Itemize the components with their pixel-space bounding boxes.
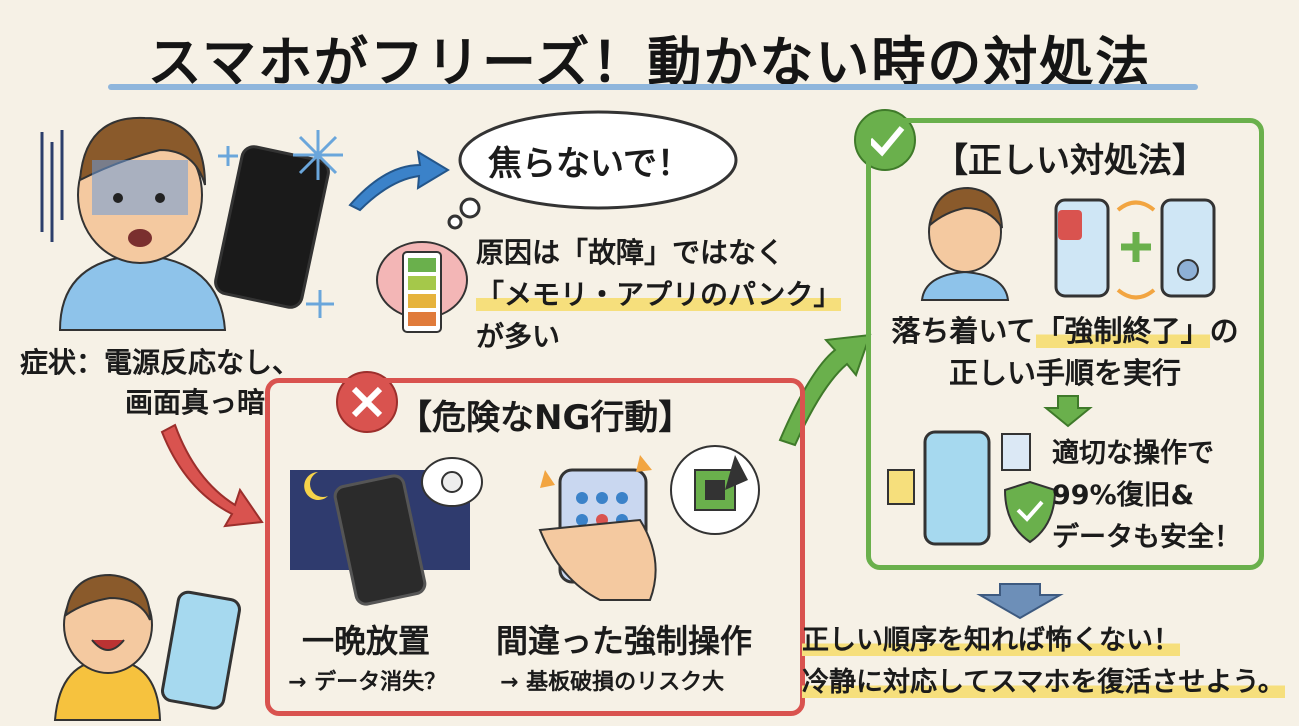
ok-result1: 適切な操作で	[1052, 438, 1214, 469]
plus-icon	[1121, 232, 1151, 262]
ng-item-leave-sub: → データ消失？	[288, 670, 447, 695]
calm-boy-icon	[920, 186, 1010, 301]
ok-steps-text: 落ち着いて「強制終了」の 正しい手順を実行	[866, 310, 1264, 394]
night-phone-icon	[290, 457, 483, 606]
symptom-line1: 症状：電源反応なし、	[20, 346, 301, 379]
ng-item-force-sub: → 基板破損のリスク大	[500, 670, 725, 695]
forced-operation-icon	[538, 455, 657, 601]
ok-title: 【正しい対処法】	[934, 141, 1206, 181]
ng-title: 【危険なNG行動】	[398, 398, 693, 438]
arrow-to-cloud-icon	[348, 150, 450, 212]
ok-result-text: 適切な操作で 99%復旧& データも安全！	[1052, 433, 1241, 559]
shake-lines-icon	[40, 130, 64, 242]
frozen-phone-icon	[214, 145, 330, 309]
page-title: スマホがフリーズ！動かない時の対処法	[147, 31, 1152, 94]
cause-line3: が多い	[476, 320, 561, 353]
ng-cross-icon	[336, 371, 398, 433]
conclusion-text: 正しい順序を知れば怖くない！ 冷静に対応してスマホを復活させよう。	[802, 620, 1285, 704]
happy-boy-icon	[53, 573, 241, 721]
arrow-to-conclusion-icon	[976, 583, 1064, 620]
ok-step-highlight: 「強制終了」	[1035, 314, 1210, 348]
cause-line2: 「メモリ・アプリのパンク」	[476, 278, 842, 311]
arrow-down-icon	[1043, 395, 1093, 428]
symptom-text: 症状：電源反応なし、 画面真っ暗	[20, 343, 300, 423]
ok-step-pre: 落ち着いて	[891, 314, 1036, 348]
conclusion-line2: 冷静に対応してスマホを復活させよう。	[802, 667, 1285, 698]
cause-line1: 原因は「故障」ではなく	[476, 236, 785, 269]
ok-step-line2: 正しい手順を実行	[948, 356, 1181, 390]
worried-boy-icon	[58, 116, 227, 331]
conclusion-line1: 正しい順序を知れば怖くない！	[802, 625, 1180, 656]
ok-result2: 99%復旧&	[1052, 480, 1195, 511]
brain-battery-icon	[376, 241, 468, 333]
cycle-arrow-icon	[1116, 200, 1156, 212]
broken-chip-icon	[670, 445, 760, 535]
ok-step-post: の	[1209, 314, 1239, 348]
volume-button-phone-icon	[1160, 198, 1216, 298]
arrow-to-ng-icon	[160, 423, 264, 528]
ng-item-force-title: 間違った強制操作	[496, 622, 753, 660]
thought-cloud-icon	[447, 110, 738, 230]
recovered-phone-icon	[887, 430, 1057, 546]
title-underline	[108, 84, 1198, 90]
ng-section-box	[265, 378, 805, 716]
cause-text: 原因は「故障」ではなく 「メモリ・アプリのパンク」 が多い	[476, 232, 842, 358]
cloud-advice-text: 焦らないで！	[488, 144, 691, 184]
cycle-arrow-icon-2	[1116, 288, 1156, 300]
ng-item-leave-title: 一晩放置	[302, 622, 431, 660]
snowflake-icon	[218, 130, 343, 318]
ok-result3: データも安全！	[1052, 522, 1241, 553]
power-button-phone-icon	[1054, 198, 1110, 298]
ok-section-box	[866, 118, 1264, 570]
symptom-line2: 画面真っ暗	[125, 386, 266, 419]
